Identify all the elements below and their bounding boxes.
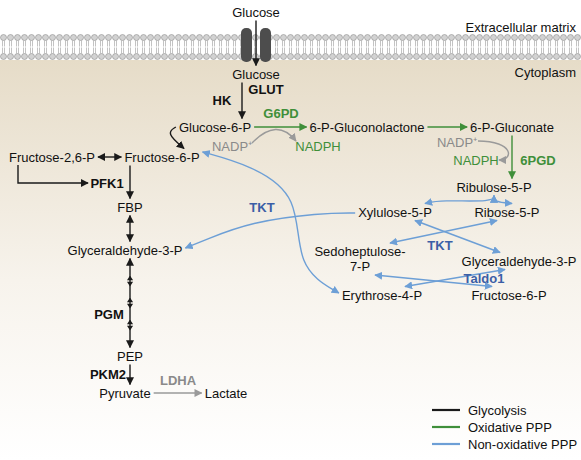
legend-line xyxy=(432,443,460,445)
cofactor-arrow xyxy=(478,141,508,160)
metabolite-node: Glucose-6-P xyxy=(176,119,254,136)
metabolite-node: Glyceraldehyde-3-P xyxy=(65,242,186,259)
metabolite-name: FBP xyxy=(117,200,142,215)
metabolite-name: Erythrose-4-P xyxy=(342,288,422,303)
metabolite-name: Fructose-6-P xyxy=(471,288,546,303)
metabolite-name: Ribulose-5-P xyxy=(456,180,531,195)
enzyme-label: PKM2 xyxy=(90,367,126,382)
metabolite-name: Sedoheptulose-7-P xyxy=(310,244,410,274)
metabolite-node: Sedoheptulose-7-P xyxy=(307,243,413,275)
metabolite-name: Glyceraldehyde-3-P xyxy=(68,243,183,258)
metabolite-node: FBP xyxy=(114,199,145,216)
metabolite-name: Glucose xyxy=(232,67,280,82)
reaction-arrow xyxy=(427,126,467,127)
enzyme-label: LDHA xyxy=(160,373,196,388)
reaction-arrow xyxy=(494,196,512,204)
cytoplasm-background xyxy=(0,60,581,460)
legend-line xyxy=(432,409,460,411)
metabolite-name: PEP xyxy=(117,349,143,364)
reaction-arrow xyxy=(425,196,494,204)
metabolite-node: Glucose xyxy=(229,4,283,21)
cofactor-label: NADPH xyxy=(453,153,499,168)
reaction-arrow xyxy=(129,216,130,242)
reaction-arrow xyxy=(185,213,355,248)
reaction-arrow xyxy=(154,392,202,393)
reaction-arrow xyxy=(129,365,130,385)
metabolite-node: Fructose-6-P xyxy=(468,287,549,304)
reaction-arrow xyxy=(241,83,242,119)
reaction-arrow xyxy=(405,270,505,287)
reaction-arrow xyxy=(170,127,184,149)
glut-transporter xyxy=(260,28,271,62)
metabolite-name: 6-P-Gluconolactone xyxy=(310,120,425,135)
enzyme-label: Taldo1 xyxy=(464,271,505,286)
enzyme-label: TKT xyxy=(249,200,274,215)
glut-transporter xyxy=(241,28,252,62)
activation-arrow xyxy=(18,165,88,183)
metabolite-name: Lactate xyxy=(205,386,248,401)
metabolite-name: Glucose xyxy=(232,5,280,20)
legend-text: Non-oxidative PPP xyxy=(468,437,577,452)
enzyme-label: PFK1 xyxy=(90,176,123,191)
enzyme-label: 6PGD xyxy=(520,153,555,168)
metabolite-name: Fructose-2,6-P xyxy=(9,150,95,165)
enzyme-label: G6PD xyxy=(263,106,298,121)
metabolite-node: 6-P-Gluconolactone xyxy=(307,119,428,136)
metabolite-name: Ribose-5-P xyxy=(474,205,539,220)
metabolite-node: Ribulose-5-P xyxy=(453,179,534,196)
cell-membrane xyxy=(0,34,581,60)
reaction-arrow xyxy=(255,21,256,66)
transporter-label: GLUT xyxy=(248,82,283,97)
metabolite-node: Xylulose-5-P xyxy=(355,204,435,221)
metabolite-node: Fructose-6-P xyxy=(121,149,202,166)
metabolite-node: Glucose xyxy=(229,66,283,83)
legend-line xyxy=(432,426,460,428)
reaction-arrow xyxy=(375,275,492,287)
metabolite-name: Glyceraldehyde-3-P xyxy=(462,254,577,269)
reaction-arrow xyxy=(415,221,500,253)
reaction-arrow xyxy=(254,126,306,127)
metabolite-node: Ribose-5-P xyxy=(471,204,542,221)
metabolite-node: Erythrose-4-P xyxy=(339,287,425,304)
cofactor-label: NADP⁺ xyxy=(437,135,477,150)
enzyme-label: TKT xyxy=(427,238,452,253)
membrane-label: Extracellular matrix xyxy=(465,20,576,35)
cofactor-label: NADPH xyxy=(295,139,341,154)
reaction-arrow xyxy=(98,156,121,157)
cofactor-label: NADP⁺ xyxy=(212,139,252,154)
metabolite-node: Fructose-2,6-P xyxy=(6,149,98,166)
reaction-arrow xyxy=(129,166,130,199)
enzyme-label: HK xyxy=(213,93,232,108)
enzyme-label: PGM xyxy=(94,307,124,322)
reaction-arrow xyxy=(203,152,339,293)
metabolite-name: Pyruvate xyxy=(99,386,150,401)
reaction-arrow xyxy=(390,221,497,244)
membrane-label: Cytoplasm xyxy=(515,65,576,80)
reaction-arrow xyxy=(129,259,130,348)
metabolite-node: Lactate xyxy=(202,385,251,402)
metabolite-node: Pyruvate xyxy=(96,385,153,402)
metabolite-name: 6-P-Gluconate xyxy=(470,120,554,135)
metabolite-node: 6-P-Gluconate xyxy=(467,119,557,136)
metabolite-node: Glyceraldehyde-3-P xyxy=(459,253,580,270)
legend-text: Oxidative PPP xyxy=(468,420,552,435)
metabolite-name: Glucose-6-P xyxy=(179,120,251,135)
metabolite-node: PEP xyxy=(114,348,146,365)
cofactor-arrow xyxy=(252,129,296,143)
metabolite-name: Xylulose-5-P xyxy=(358,205,432,220)
legend-text: Glycolysis xyxy=(468,403,527,418)
reaction-arrow xyxy=(511,136,512,179)
metabolite-name: Fructose-6-P xyxy=(124,150,199,165)
